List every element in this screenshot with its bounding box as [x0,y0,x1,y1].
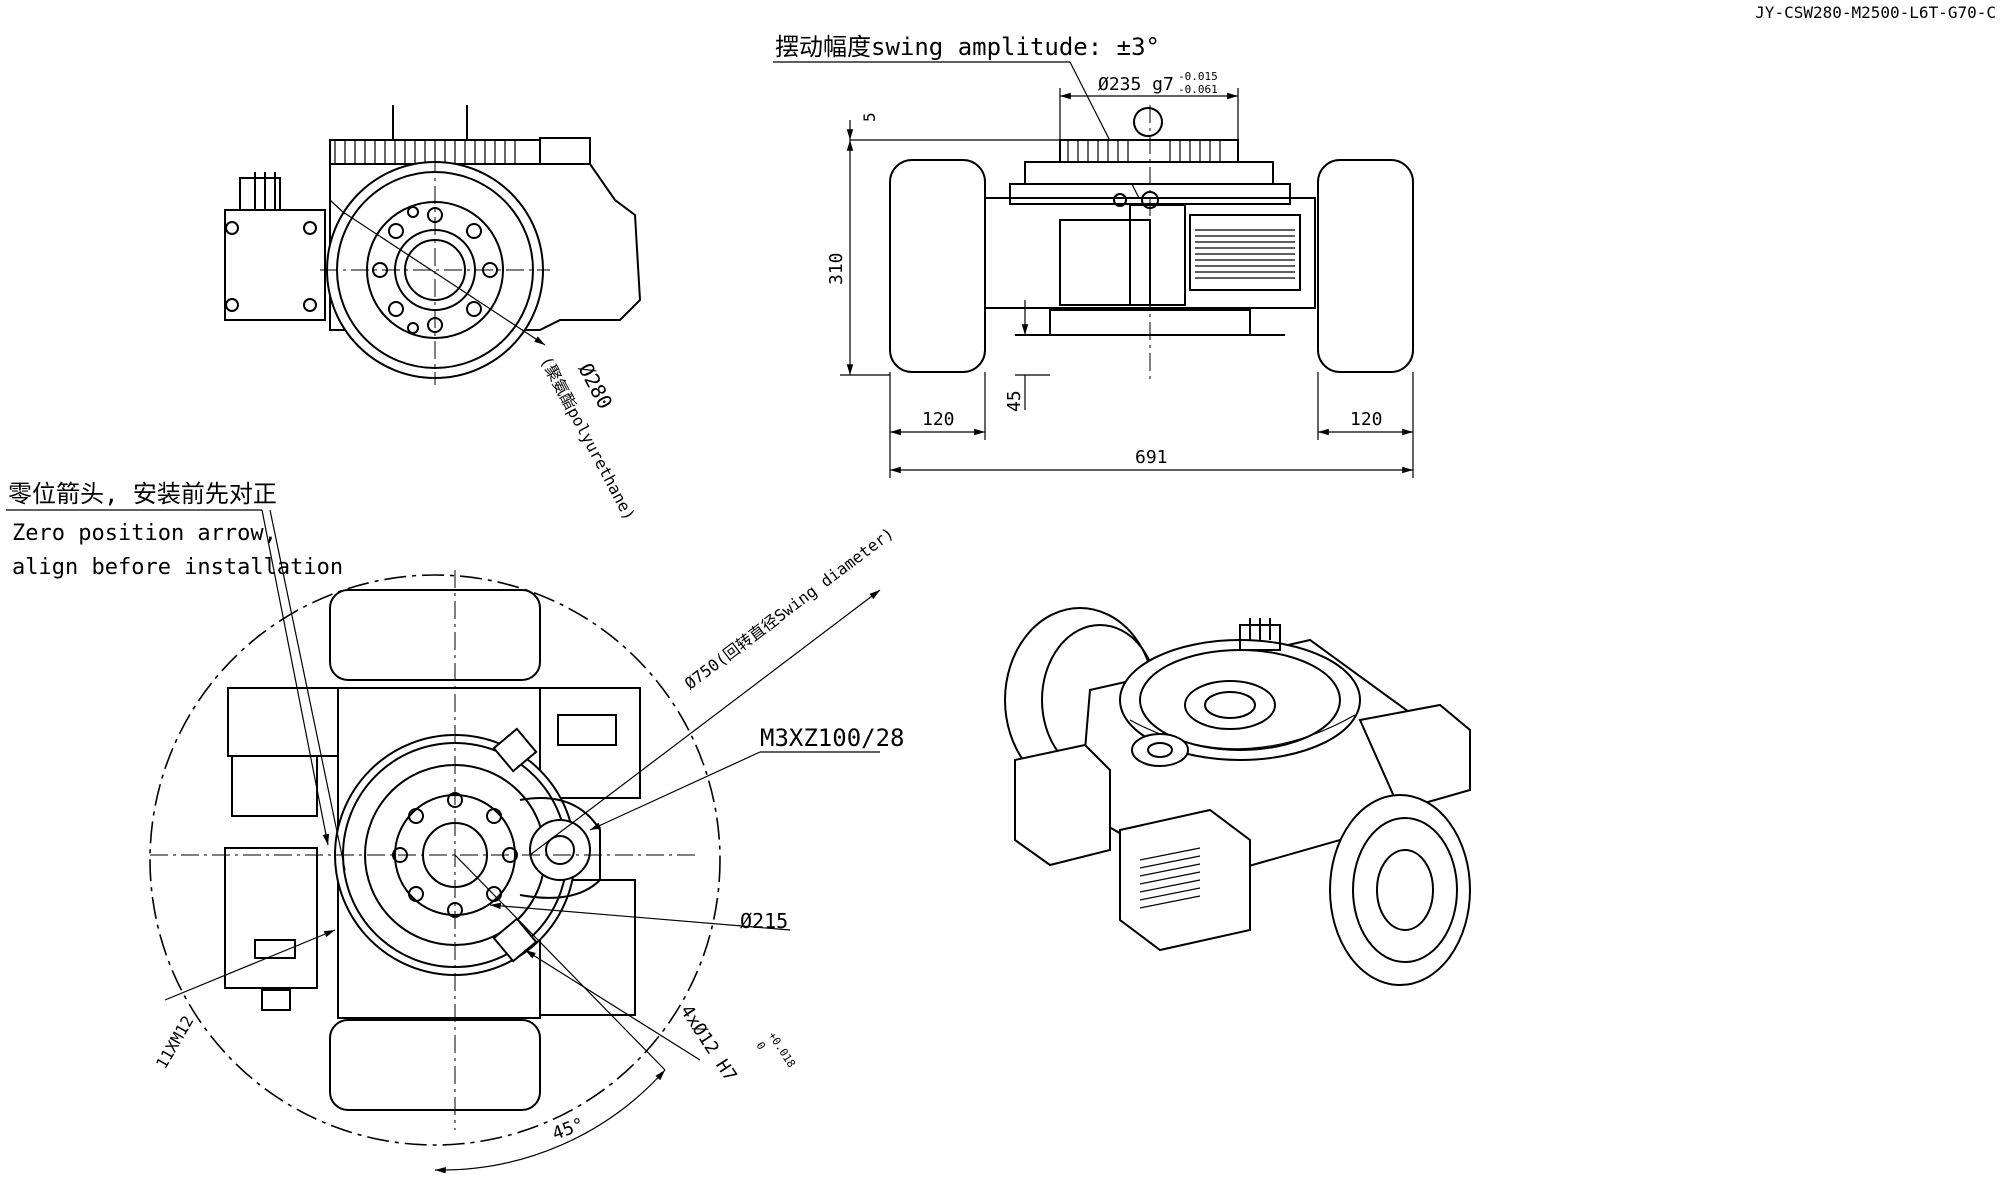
dim-215: Ø215 [740,909,788,933]
drawing-code: JY-CSW280-M2500-L6T-G70-C [1755,3,1996,22]
dim-120-right: 120 [1350,409,1383,430]
swing-diameter-label: Ø750(回转直径Swing diameter) [681,524,897,694]
dim-120-left: 120 [922,409,955,430]
dim-691: 691 [1135,447,1168,468]
thread-label: 11XM12 [152,1012,197,1072]
zero-arrow-en-2: align before installation [12,555,343,580]
dim-310: 310 [826,252,847,285]
tol-12-upper: +0.018 [765,1030,798,1070]
dim-45: 45 [1004,390,1025,412]
tol-235-upper: -0.015 [1178,70,1218,83]
dim-5: 5 [860,112,879,122]
top-view: 零位箭头, 安装前先对正 Zero position arrow, align … [6,480,905,1174]
zero-arrow-en-1: Zero position arrow, [12,521,277,546]
isometric-view [1004,607,1471,986]
tol-12-lower: 0 [753,1040,768,1053]
dim-235: Ø235 g7 [1098,74,1174,95]
zero-arrow-cn: 零位箭头, 安装前先对正 [8,480,277,508]
side-view: 摆动幅度swing amplitude: ±3° Ø235 g7 -0.015 … [773,33,1414,478]
front-view: Ø280 (聚氨酯polyurethane) [224,105,642,523]
swing-amplitude-label: 摆动幅度swing amplitude: ±3° [775,33,1160,61]
tol-235-lower: -0.061 [1178,83,1218,96]
holes-label: 4xØ12 H7 [676,1001,741,1085]
gear-spec-label: M3XZ100/28 [760,724,905,752]
